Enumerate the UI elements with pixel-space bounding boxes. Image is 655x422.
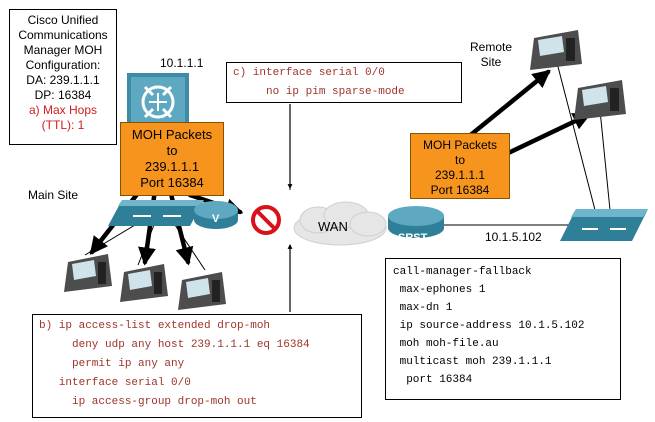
ucm-ttl-line: (TTL): 1 [41,118,85,132]
fallback-line: ip source-address 10.1.5.102 [393,320,585,332]
fallback-line: moh moh-file.au [393,338,499,350]
remote-site-label: Remote Site [470,40,512,70]
moh-line: Port 16384 [140,175,204,190]
wan-label: WAN [318,219,348,234]
moh-line: to [166,143,178,158]
ip-phone-icon [64,254,112,292]
config-c-line: c) interface serial 0/0 [233,67,385,79]
config-b-line: permit ip any any [39,358,185,370]
moh-line: MOH Packets [131,127,213,142]
voice-router-icon [194,201,238,229]
moh-line: 239.1.1.1 [434,168,486,182]
config-b-line: deny udp any host 239.1.1.1 eq 16384 [39,339,310,351]
link-switch-remote-phone1 [554,54,596,211]
router-v-label: V [212,213,220,225]
ucm-config-line: Configuration: [25,58,101,72]
remote-site-line: Remote [470,40,513,54]
link-switch-remote-phone2 [599,109,611,211]
fallback-line: call-manager-fallback [393,266,532,278]
config-b-line: ip access-group drop-moh out [39,396,257,408]
ucm-ttl-line: a) Max Hops [28,103,98,117]
srst-label: SRST [398,232,428,244]
moh-line: to [454,153,465,167]
moh-line: 239.1.1.1 [144,159,200,174]
ip-phone-icon [120,264,168,302]
remote-ip-phone-icon [530,30,582,70]
config-b-box: b) ip access-list extended drop-moh deny… [32,314,362,418]
fallback-line: max-ephones 1 [393,284,486,296]
fallback-line: multicast moh 239.1.1.1 [393,356,552,368]
block-icon [251,205,281,235]
main-switch-icon [108,200,204,226]
fallback-line: max-dn 1 [393,302,453,314]
srst-ip-label: 10.1.5.102 [485,230,542,244]
remote-switch-icon [560,209,648,241]
config-c-box: c) interface serial 0/0 no ip pim sparse… [226,62,462,103]
moh-line: Port 16384 [430,183,490,197]
config-b-line: b) ip access-list extended drop-moh [39,320,271,332]
fallback-line: port 16384 [393,374,473,386]
config-c-line: no ip pim sparse-mode [233,86,405,98]
main-site-label: Main Site [28,188,79,202]
remote-site-line: Site [480,55,502,69]
server-ip-label: 10.1.1.1 [160,56,204,70]
srst-router-icon [388,206,444,238]
fallback-config-box: call-manager-fallback max-ephones 1 max-… [385,258,621,400]
moh-packets-box-remote: MOH Packets to 239.1.1.1 Port 16384 [410,133,510,199]
ucm-config-line: DA: 239.1.1.1 [26,73,100,87]
moh-line: MOH Packets [422,138,497,152]
ip-phone-icon [178,272,226,310]
ucm-config-line: DP: 16384 [34,88,92,102]
ucm-config-line: Communications [18,28,108,42]
moh-packets-box-main: MOH Packets to 239.1.1.1 Port 16384 [120,122,224,196]
call-manager-server-icon [127,73,189,131]
ucm-config-line: Cisco Unified [27,13,99,27]
config-b-line: interface serial 0/0 [39,377,191,389]
wan-cloud-icon [293,201,387,246]
remote-ip-phone-icon [574,80,626,120]
ucm-config-line: Manager MOH [23,43,103,57]
ucm-config-box: Cisco Unified Communications Manager MOH… [9,9,117,145]
